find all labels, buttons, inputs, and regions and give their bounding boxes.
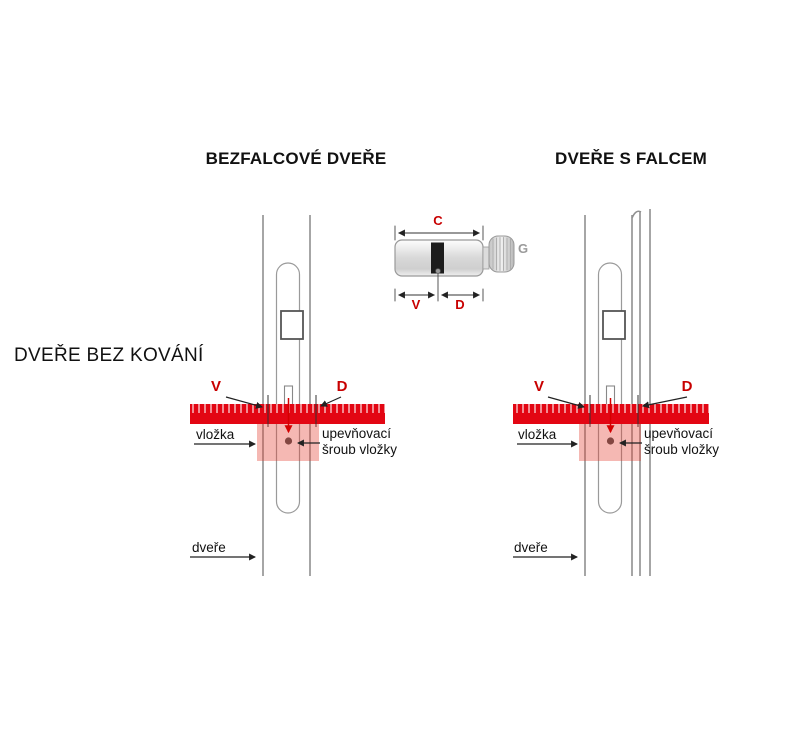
measuring-ruler xyxy=(513,404,709,424)
cylinder-zone-highlight xyxy=(579,424,641,461)
right-dvere-label: dveře xyxy=(514,540,548,555)
cylinder-dim-g-label: G xyxy=(518,241,529,256)
knob-ridges xyxy=(492,237,511,271)
cylinder-dim-v-label: V xyxy=(411,297,421,312)
label-dvere-bez-kovani: DVEŘE BEZ KOVÁNÍ xyxy=(14,345,204,366)
right-dim-d-label: D xyxy=(681,378,693,395)
v-pointer-arrow xyxy=(547,396,586,409)
title-right-dvere-s-falcem: DVEŘE S FALCEM xyxy=(554,149,708,168)
cylinder-dim-c-label: C xyxy=(433,213,443,228)
right-screw-label-line1: upevňovací xyxy=(644,426,714,441)
left-screw-label: upevňovací šroub vložky xyxy=(322,426,397,458)
thumb-knob xyxy=(488,235,515,273)
d-pointer-arrow xyxy=(641,396,688,409)
cylinder-screw-hole xyxy=(435,268,441,274)
euro-cylinder-illustration xyxy=(394,225,515,302)
cylinder-body xyxy=(394,239,484,277)
right-vlozka-label: vložka xyxy=(518,427,557,442)
cylinder-dim-d-label: D xyxy=(455,297,465,312)
fixing-screw xyxy=(606,437,615,445)
v-pointer-arrow xyxy=(225,396,264,409)
left-screw-label-line1: upevňovací xyxy=(322,426,392,441)
left-dim-d-label: D xyxy=(336,378,348,395)
cylinder-slot xyxy=(605,385,616,413)
knob-neck xyxy=(482,246,490,270)
measuring-ruler xyxy=(190,404,385,424)
latch-opening xyxy=(280,310,304,340)
fixing-screw xyxy=(284,437,293,445)
left-dim-v-label: V xyxy=(210,378,221,395)
cylinder-slot xyxy=(283,385,294,413)
rebate-top-connector xyxy=(631,210,642,219)
cylinder-zone-highlight xyxy=(257,424,319,461)
title-left-bezfalcove-dvere: BEZFALCOVÉ DVEŘE xyxy=(205,149,387,168)
right-screw-label: upevňovací šroub vložky xyxy=(644,426,719,458)
left-vlozka-label: vložka xyxy=(196,427,235,442)
d-pointer-arrow xyxy=(320,396,342,407)
right-screw-label-line2: šroub vložky xyxy=(644,442,720,457)
latch-opening xyxy=(602,310,626,340)
lock-faceplate xyxy=(275,262,301,514)
left-door-diagram xyxy=(190,215,385,576)
left-dvere-label: dveře xyxy=(192,540,226,555)
left-screw-label-line2: šroub vložky xyxy=(322,442,398,457)
right-dim-v-label: V xyxy=(533,378,544,395)
lock-faceplate xyxy=(597,262,623,514)
keyway xyxy=(431,242,444,274)
